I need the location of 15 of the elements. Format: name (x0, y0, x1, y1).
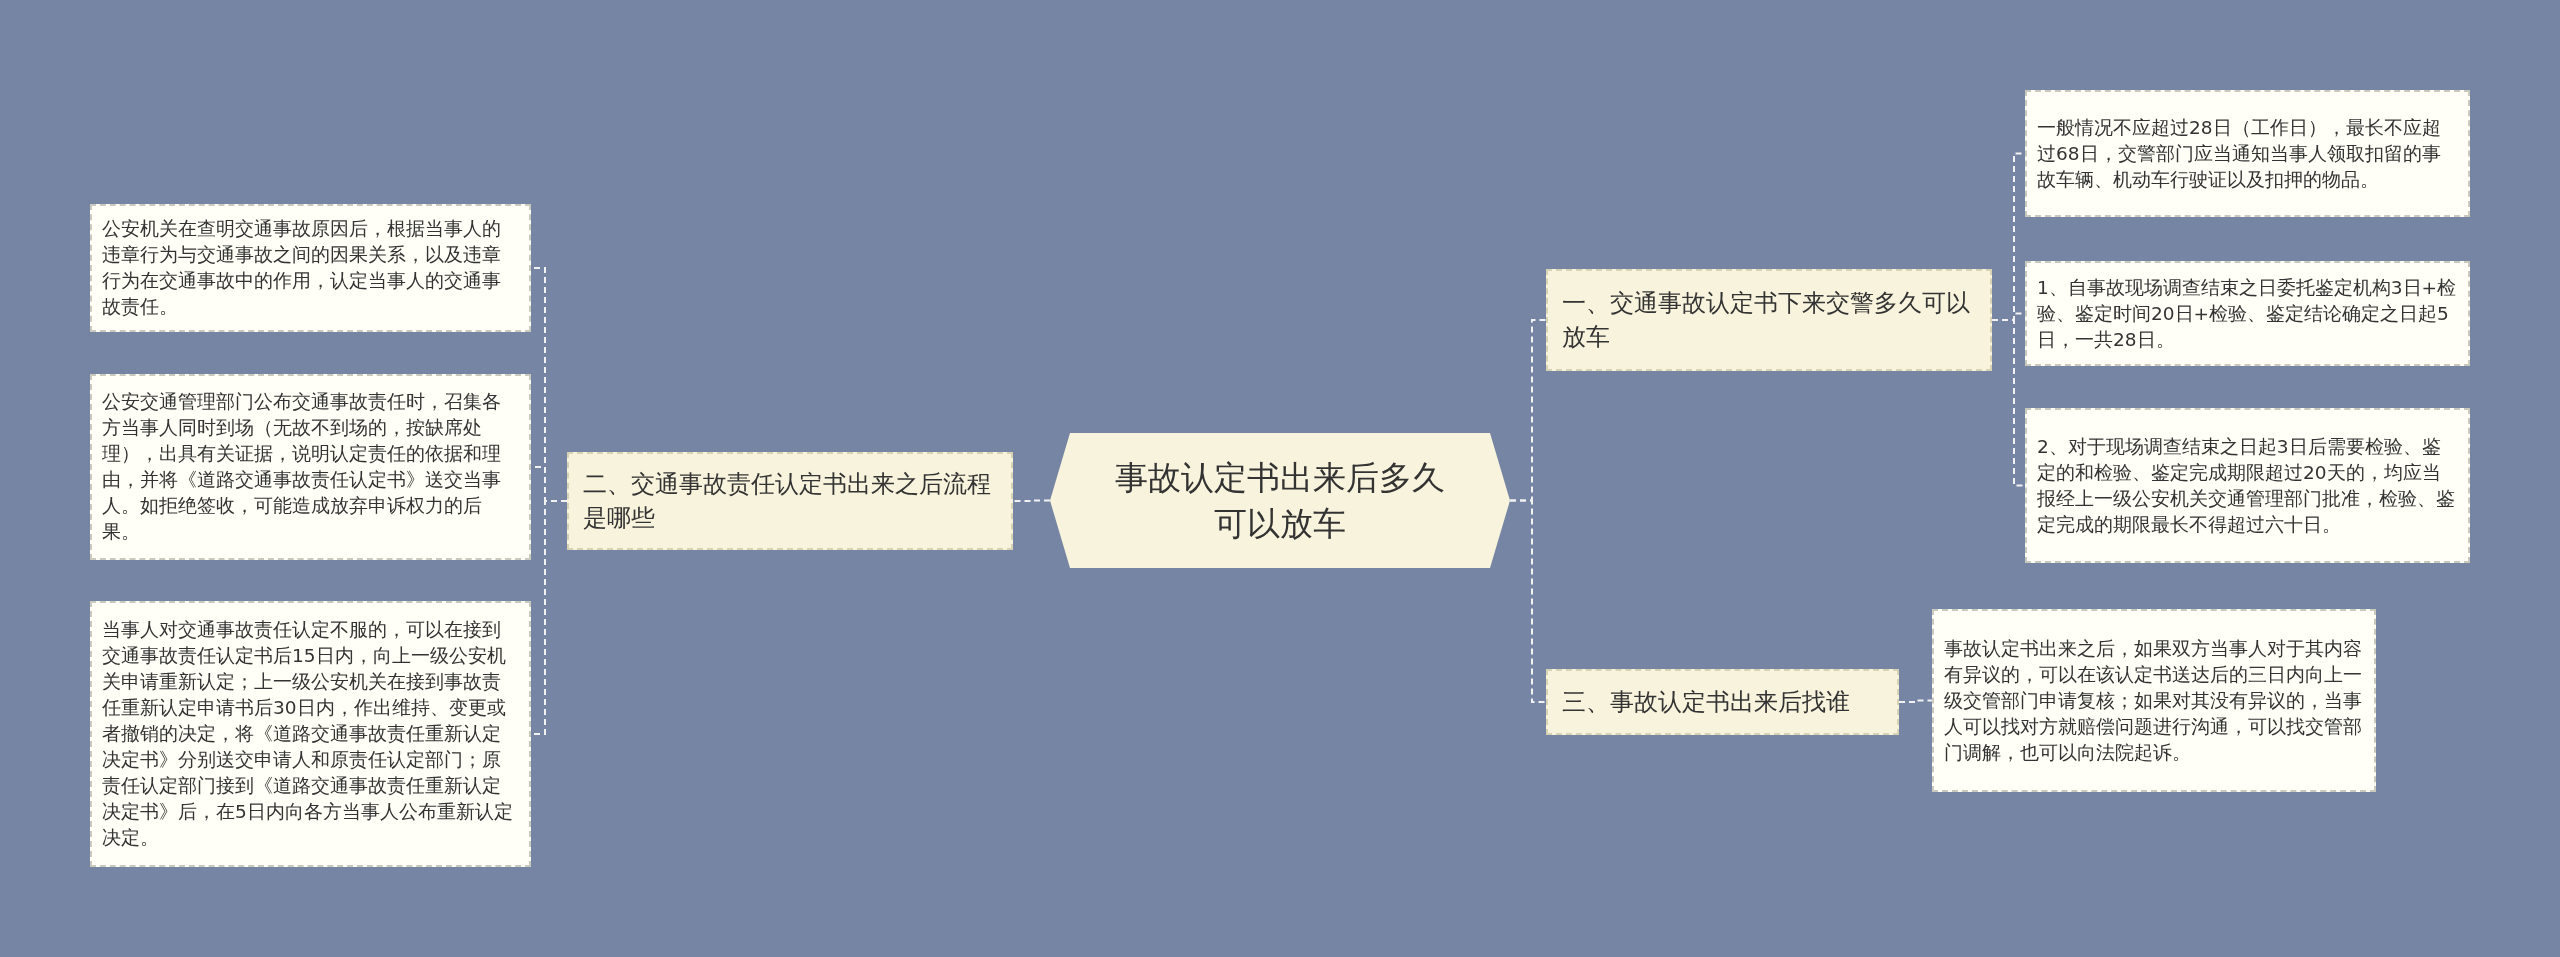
note-box: 2、对于现场调查结束之日起3日后需要检验、鉴定的和检验、鉴定完成期限超过20天的，均应当报经上一级公安机关交通管理部门批准，检验、鉴定完成的期限最长不得超过六十日。 (2025, 408, 2470, 563)
note-box: 公安机关在查明交通事故原因后，根据当事人的违章行为与交通事故之间的因果关系，以及违章行为在交通事故中的作用，认定当事人的交通事故责任。 (90, 204, 531, 332)
connector-line (1509, 499, 1547, 703)
topic-hexagon: 事故认定书出来后多久可以放车 (1050, 433, 1510, 568)
note-box: 公安交通管理部门公布交通事故责任时，召集各方当事人同时到场（无故不到场的，按缺席处理），出具有关证据，说明认定责任的依据和理由，并将《道路交通事故责任认定书》送交当事人。如拒绝签收，可能造成放弃申诉权力的后果。 (90, 374, 531, 560)
note-box: 1、自事故现场调查结束之日委托鉴定机构3日+检验、鉴定时间20日+检验、鉴定结论确定之日起5日，一共28日。 (2025, 261, 2470, 366)
note-box: 一般情况不应超过28日（工作日），最长不应超过68日，交警部门应当通知当事人领取扣留的事故车辆、机动车行驶证以及扣押的物品。 (2025, 90, 2470, 217)
connector-line (1991, 319, 2026, 487)
connector-line (1898, 699, 1933, 703)
note-box: 当事人对交通事故责任认定不服的，可以在接到交通事故责任认定书后15日内，向上一级公安机关申请重新认定；上一级公安机关在接到事故责任重新认定申请书后30日内，作出维持、变更或者撤销的决定，将《道路交通事故责任重新认定决定书》分别送交申请人和原责任认定部门；原责任认定部门接到《道路交通事故责任重新认定决定书》后，在5日内向各方当事人公布重新认定决定。 (90, 601, 531, 867)
topic-box: 三、事故认定书出来后找谁 (1546, 669, 1899, 735)
topic-box: 一、交通事故认定书下来交警多久可以放车 (1546, 269, 1992, 371)
note-box: 事故认定书出来之后，如果双方当事人对于其内容有异议的，可以在该认定书送达后的三日内向上一级交管部门申请复核；如果对其没有异议的，当事人可以找对方就赔偿问题进行沟通，可以找交管部门调解，也可以向法院起诉。 (1932, 609, 2376, 792)
connector-line (1012, 499, 1051, 502)
topic-box: 二、交通事故责任认定书出来之后流程是哪些 (567, 452, 1013, 550)
